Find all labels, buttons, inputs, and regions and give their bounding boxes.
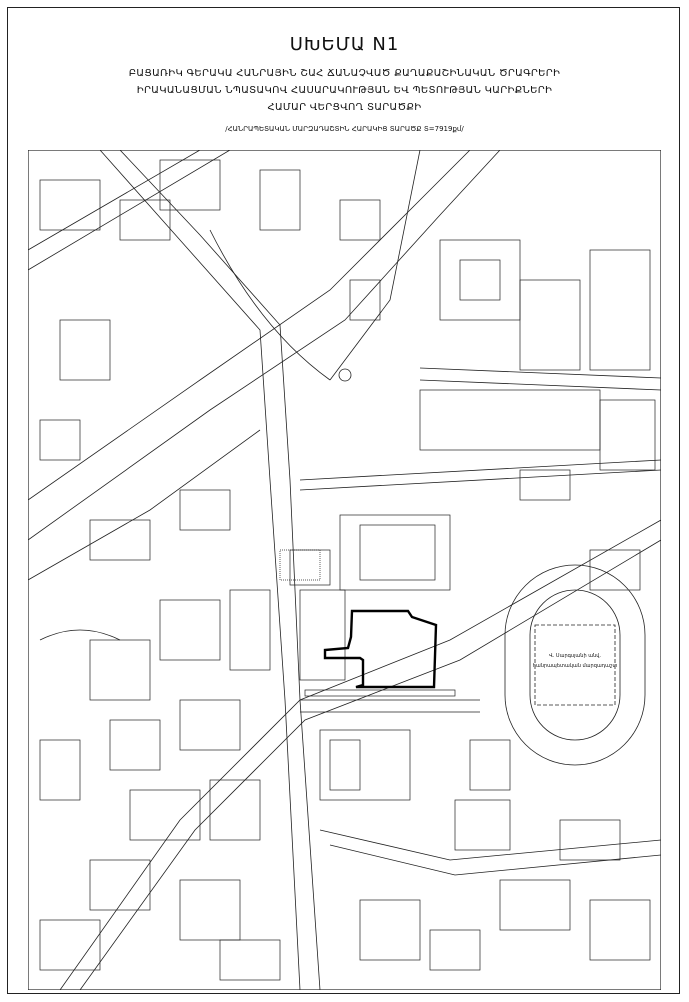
subtitle-line-2: ԻՐԱԿԱՆԱՑՄԱՆ ՆՊԱՏԱԿՈՎ ՀԱՍԱՐԱԿՈՒԹՅԱՆ ԵՎ ՊԵ… [136, 85, 553, 96]
site-plan-map: Վ. Սարգսյանի անվ. հանրապետական մարզադաշտ [28, 150, 661, 990]
stadium-label-1: Վ. Սարգսյանի անվ. [549, 653, 601, 659]
expropriation-plot-boundary [323, 609, 438, 689]
area-note: /ՀԱՆՐԱՊԵՏԱԿԱՆ ՄԱՐԶԱԴԱՇՏԻՆ ՀԱՐԱԿԻՑ ՏԱՐԱԾՔ… [225, 125, 464, 133]
roads [28, 150, 661, 990]
roundabout [338, 368, 352, 382]
stadium-label-2: հանրապետական մարզադաշտ [533, 663, 618, 669]
page-border [7, 7, 680, 994]
subtitle-line-1: ԲԱՑԱՌԻԿ ԳԵՐԱԿԱ ՀԱՆՐԱՅԻՆ ՇԱՀ ՃԱՆԱՉՎԱԾ ՔԱՂ… [128, 68, 561, 79]
scheme-title: ՍԽԵՄԱ N1 [289, 34, 400, 55]
stadium [504, 564, 646, 766]
subtitle-line-3: ՀԱՄԱՐ ՎԵՐՑՎՈՂ ՏԱՐԱԾՔԻ [267, 102, 422, 113]
building-blocks [39, 159, 656, 981]
